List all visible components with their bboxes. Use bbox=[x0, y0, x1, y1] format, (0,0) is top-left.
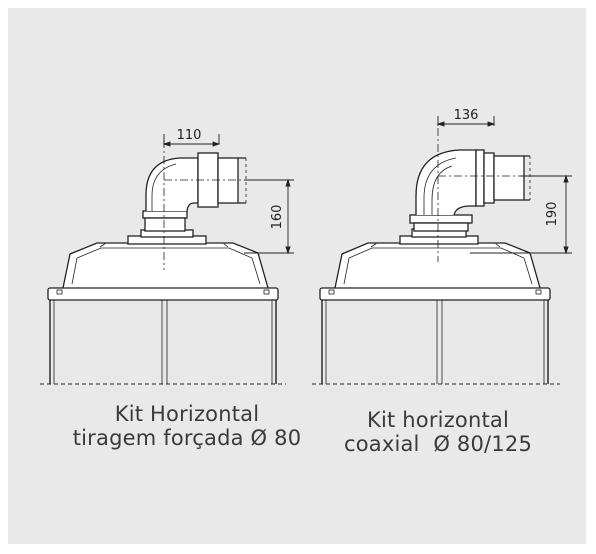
caption-line: coaxial Ø 80/125 bbox=[343, 432, 533, 456]
left-dimension-lines bbox=[162, 134, 294, 255]
right-flue-elbow bbox=[409, 128, 566, 262]
right-vertical-dimension: 190 bbox=[545, 202, 560, 227]
right-dimension-lines bbox=[436, 116, 572, 255]
caption-line: Kit horizontal bbox=[366, 408, 510, 432]
caption-line: tiragem forçada Ø 80 bbox=[72, 426, 302, 450]
caption-line: Kit Horizontal bbox=[114, 402, 260, 426]
left-flue-elbow bbox=[142, 140, 290, 270]
left-kit-caption: Kit Horizontal tiragem forçada Ø 80 bbox=[62, 402, 312, 450]
right-horizontal-dimension: 136 bbox=[454, 108, 479, 123]
right-boiler bbox=[312, 228, 560, 385]
right-kit-caption: Kit horizontal coaxial Ø 80/125 bbox=[328, 408, 548, 456]
left-boiler bbox=[40, 229, 286, 385]
left-vertical-dimension: 160 bbox=[270, 205, 285, 230]
left-horizontal-dimension: 110 bbox=[177, 128, 202, 143]
